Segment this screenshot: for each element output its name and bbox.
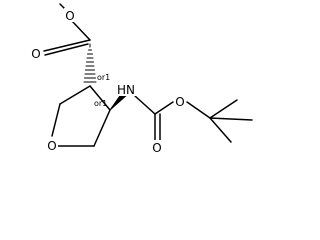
bond-carbonyl-c-o-ether	[154, 101, 174, 115]
bond-tbu-me-top	[209, 99, 238, 119]
stereo-label-c3: or1	[97, 73, 110, 82]
bond-c3-c2	[59, 85, 91, 105]
bond-c5-c4	[93, 109, 111, 147]
bond-carbonyl-double-1	[43, 39, 91, 52]
bond-c2-o	[51, 103, 61, 137]
atom-o-ring: O	[47, 139, 56, 153]
bond-carbonyl-double-2	[44, 43, 89, 56]
bond-o-ether-tbu-c	[186, 101, 211, 119]
molecule-structure: O O O HN O O or1 or1	[30, 3, 253, 155]
atom-o-ester-carbonyl: O	[31, 47, 40, 61]
bond-o-carbonyl-c	[70, 19, 91, 41]
atom-nh: HN	[117, 83, 135, 97]
stereo-label-c4: or1	[94, 99, 107, 108]
bond-tbu-me-bottom	[209, 117, 232, 143]
bond-c3-c4	[89, 85, 111, 111]
atom-o-carbamate-ether: O	[175, 95, 184, 109]
hashed-wedge-c3-ester	[83, 43, 97, 83]
atom-o-ester-methyl: O	[65, 9, 74, 23]
atom-o-carbamate-carbonyl: O	[152, 141, 161, 155]
bond-nh-carbonyl-c	[134, 95, 156, 115]
bond-tbu-me-right	[209, 117, 253, 121]
